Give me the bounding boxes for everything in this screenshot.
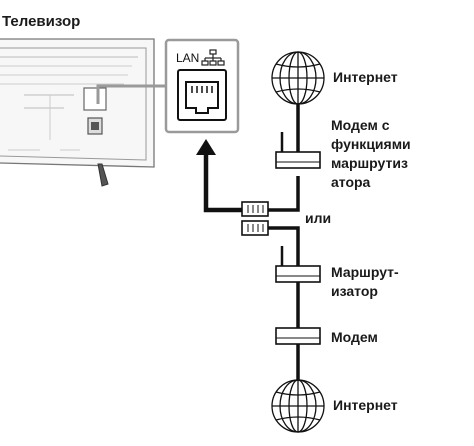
lan-cable: [203, 152, 254, 213]
network-icon: [201, 49, 225, 66]
modem-router-label-line1: Модем с: [331, 117, 390, 133]
router-label-line1: Маршрут-: [331, 264, 399, 280]
lan-label: LAN: [176, 51, 199, 65]
modem-router-label-line4: атора: [331, 174, 371, 190]
router-icon: [275, 246, 321, 283]
internet-top-label: Интернет: [333, 69, 398, 85]
modem-router-cable: [268, 176, 300, 212]
arrow-up-icon: [196, 139, 216, 155]
ethernet-plug-icon: [241, 220, 269, 236]
tv-label: Телевизор: [2, 13, 81, 30]
modem-router-label-line3: маршрутиз: [331, 155, 408, 171]
modem-label: Модем: [331, 329, 378, 345]
globe-icon: [271, 51, 325, 105]
router-label-line2: изатор: [331, 283, 378, 299]
modem-router-icon: [275, 132, 321, 169]
ethernet-plug-icon: [241, 201, 269, 217]
modem-icon: [275, 327, 321, 345]
tv-icon: [0, 38, 155, 187]
lan-port-icon: [164, 38, 240, 134]
internet-bottom-label: Интернет: [333, 397, 398, 413]
globe-icon: [271, 379, 325, 433]
port-callout-line: [96, 84, 166, 104]
or-label: или: [305, 210, 332, 226]
modem-router-label-line2: функциями: [331, 136, 411, 152]
